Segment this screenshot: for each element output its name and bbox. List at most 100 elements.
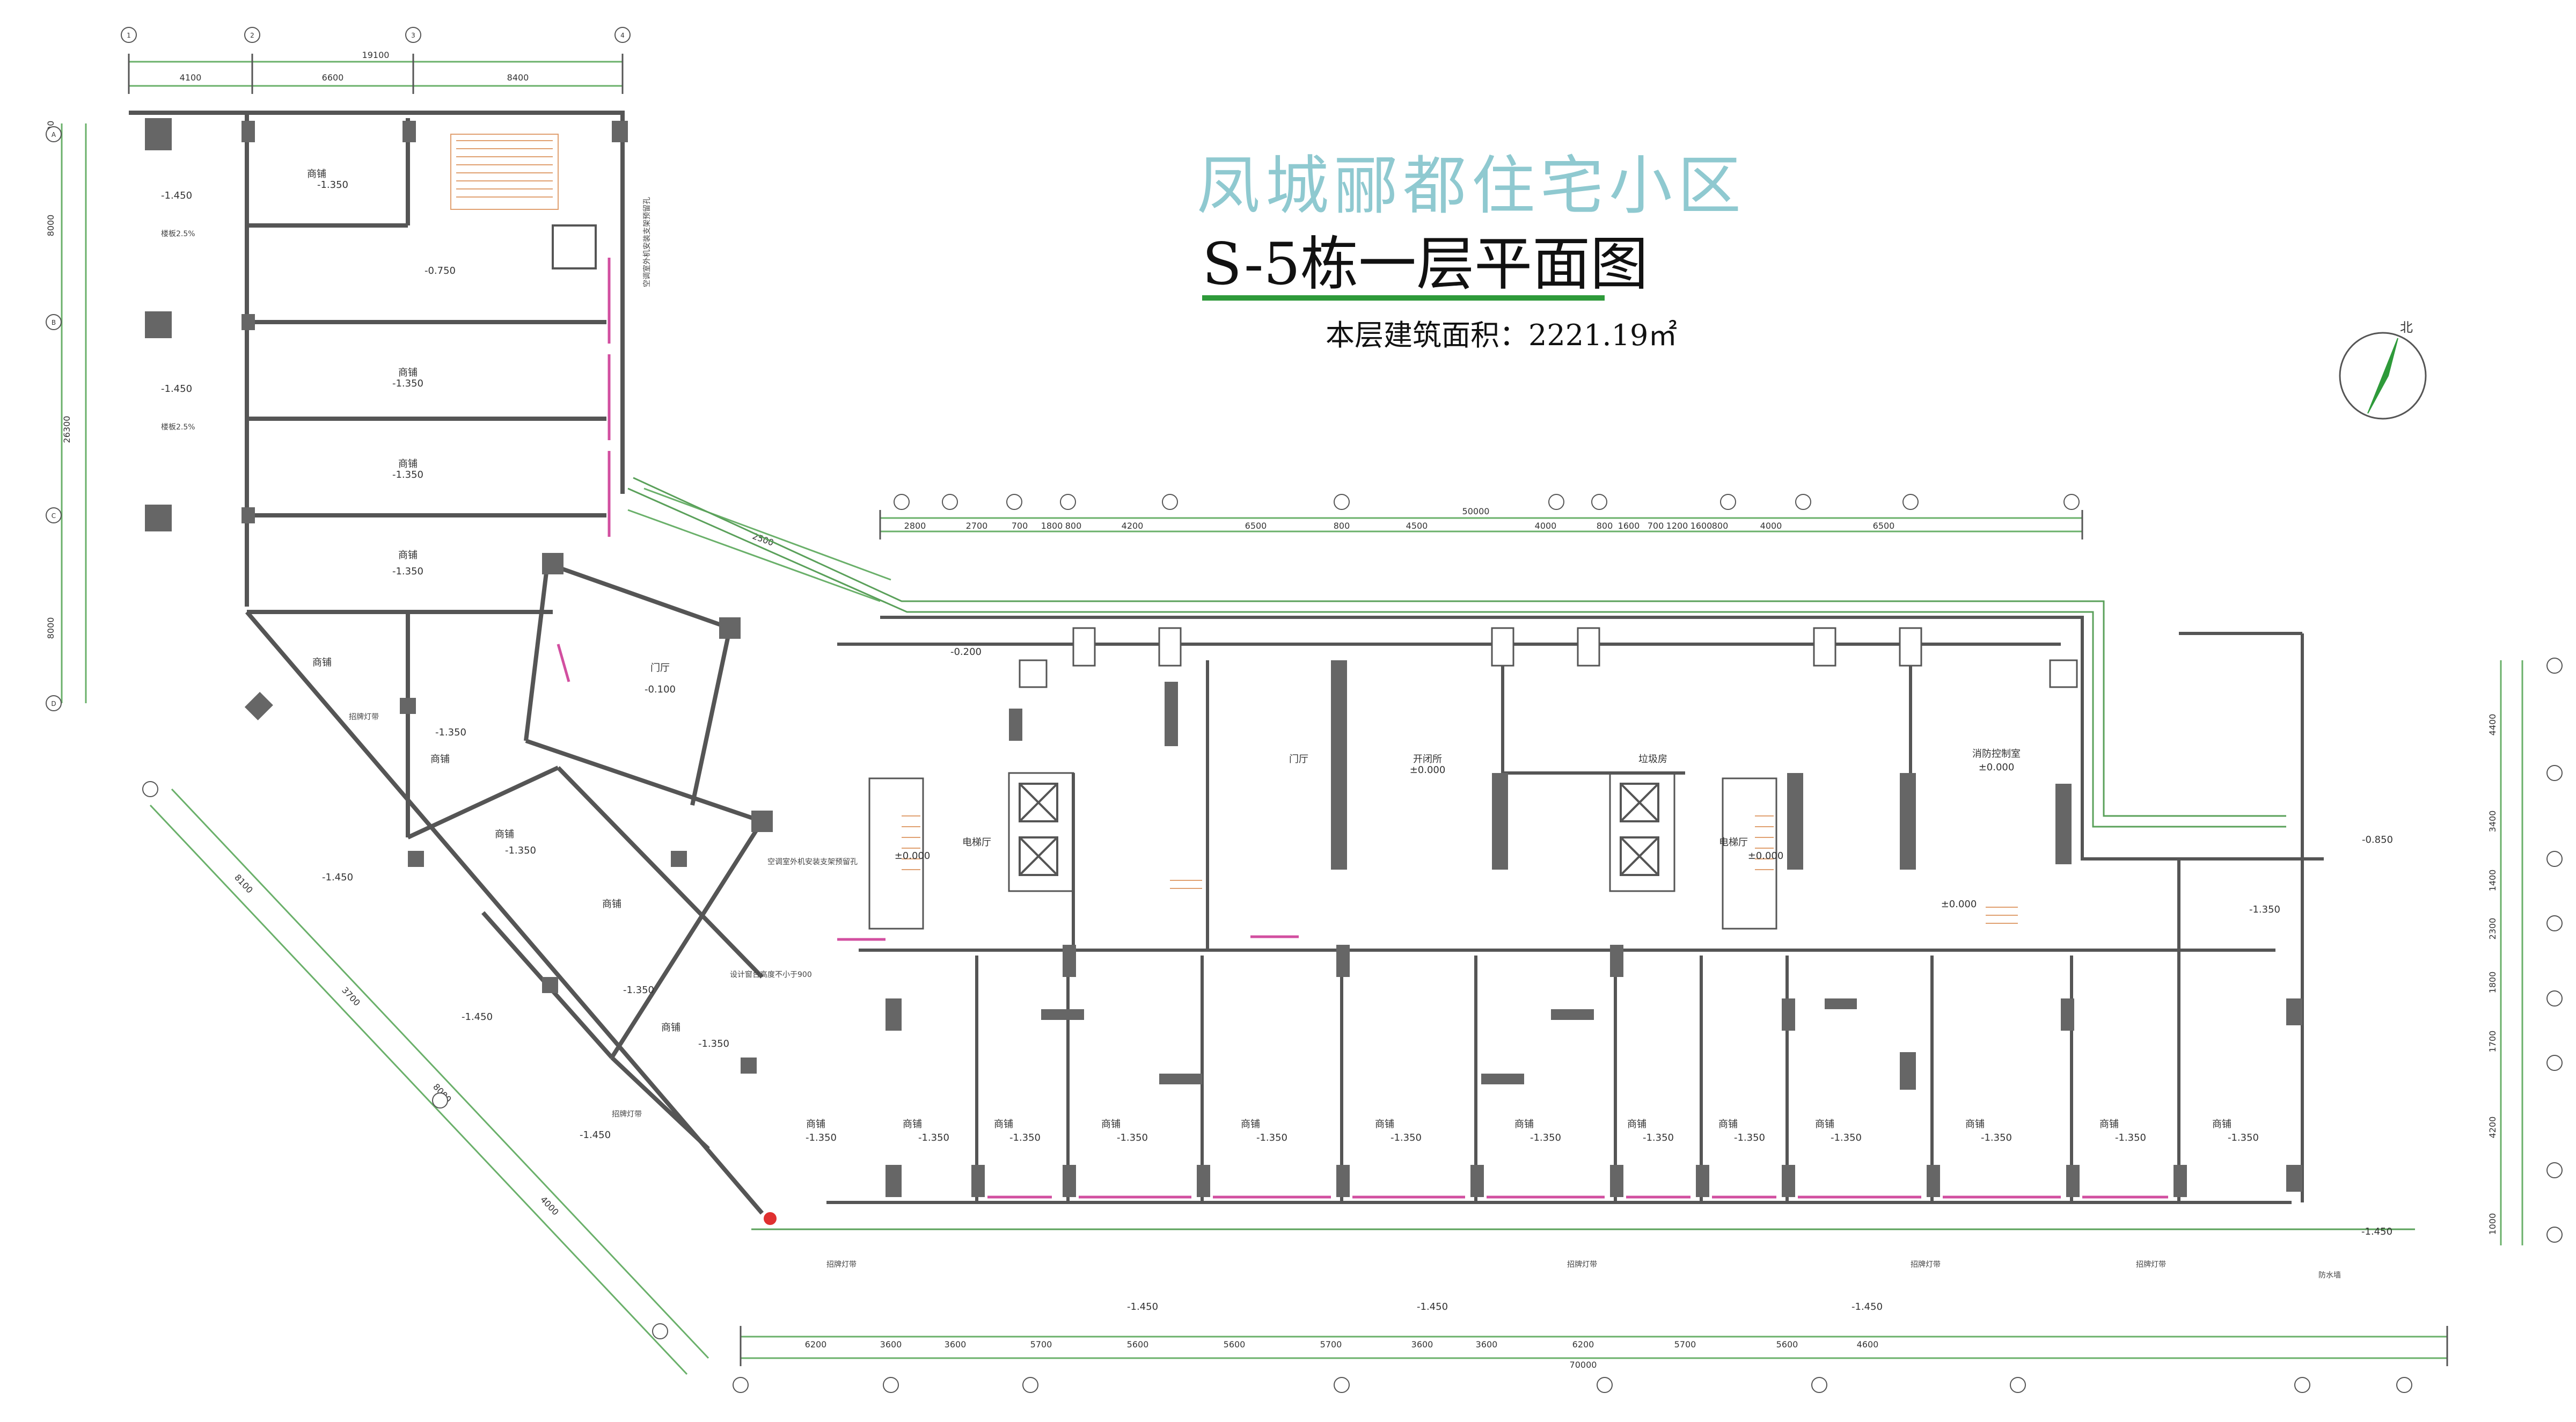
left-wing-stair xyxy=(450,134,559,210)
dim-total: 50000 xyxy=(1462,506,1490,516)
north-label: 北 xyxy=(2400,320,2413,335)
note-sign: 招牌灯带 xyxy=(826,1260,857,1269)
dimension-text-right: 4400 3400 1400 2300 1800 1700 4200 1000 xyxy=(2487,714,2498,1235)
dimension-text-diagonal: 8100 3700 8000 4000 2500 xyxy=(232,531,775,1217)
room-level: ±0.000 xyxy=(1410,764,1446,776)
dim-label: 5700 xyxy=(1674,1339,1696,1350)
dim-label: 2800 xyxy=(904,521,926,531)
dim-label: 800 xyxy=(1065,521,1082,531)
room-level: -1.350 xyxy=(698,1038,729,1049)
dim-label: 1800 xyxy=(2487,972,2498,994)
room-name: 商铺 xyxy=(2099,1119,2119,1130)
room-level: -0.850 xyxy=(2362,834,2393,845)
note-sign: 招牌灯带 xyxy=(1911,1260,1941,1269)
note-sign: 招牌灯带 xyxy=(612,1110,642,1119)
room-name: 商铺 xyxy=(661,1022,680,1033)
axis-text: 1 2 3 4 A B C D xyxy=(51,32,624,708)
room-level: -1.350 xyxy=(623,985,654,996)
title-underline xyxy=(1202,295,1605,301)
axis-label: B xyxy=(52,319,56,326)
dim-label: 700 xyxy=(1012,521,1028,531)
dim-label: 4000 xyxy=(1760,521,1782,531)
room-name: 商铺 xyxy=(1627,1119,1646,1130)
dim-label: 8400 xyxy=(507,72,529,83)
dim-label: 4100 xyxy=(180,72,202,83)
dim-label: 3600 xyxy=(1476,1339,1498,1350)
room-name: 商铺 xyxy=(1375,1119,1394,1130)
dim-label: 800 xyxy=(1334,521,1350,531)
room-level: -1.350 xyxy=(435,727,466,738)
room-name: 商铺 xyxy=(994,1119,1013,1130)
dim-label: 8100 xyxy=(232,872,255,895)
dim-label: 4200 xyxy=(1122,521,1144,531)
room-name: 消防控制室 xyxy=(1972,748,2021,760)
drawing-title: S-5栋一层平面图 xyxy=(1202,231,1649,298)
room-name: 门厅 xyxy=(650,662,670,674)
dim-label: 5700 xyxy=(1320,1339,1342,1350)
room-name: 电梯厅 xyxy=(1719,837,1748,848)
dim-label: 8000 xyxy=(46,617,56,639)
axis-label: D xyxy=(51,700,56,708)
room-level: -1.350 xyxy=(505,845,536,856)
room-level: -1.350 xyxy=(1734,1132,1765,1143)
room-level: -1.350 xyxy=(2249,904,2280,915)
dimension-text-bottom: 6200 3600 3600 5700 5600 5600 5700 3600 … xyxy=(805,1339,1879,1370)
room-labels: 商铺 -1.350 商铺 -1.350 商铺 -1.350 商铺 -1.350 … xyxy=(307,169,2393,1143)
room-level: ±0.000 xyxy=(1979,762,2015,773)
room-level: ±0.000 xyxy=(1748,850,1784,862)
axis-label: 2 xyxy=(250,32,254,39)
dim-label: 4200 xyxy=(2487,1117,2498,1139)
dimension-text-top-right: 2800 2700 700 1800 800 4200 6500 800 450… xyxy=(904,506,1895,531)
dim-label: 800 xyxy=(1712,521,1729,531)
dim-label: 1400 xyxy=(2487,870,2498,892)
dimension-text-left: 300 8000 26300 8000 xyxy=(46,121,72,639)
room-name: 商铺 xyxy=(602,899,621,910)
room-name: 商铺 xyxy=(1815,1119,1834,1130)
dim-total: 26300 xyxy=(62,416,72,443)
note-drain: 楼板2.5% xyxy=(161,423,195,432)
note-sign: 招牌灯带 xyxy=(2136,1260,2166,1269)
room-level: -1.350 xyxy=(918,1132,949,1143)
room-name: 商铺 xyxy=(1514,1119,1534,1130)
room-name: 电梯厅 xyxy=(962,837,991,848)
project-title: 凤城郦都住宅小区 xyxy=(1197,149,1747,223)
elevator-shafts xyxy=(1019,783,1659,876)
dim-label: 5600 xyxy=(1127,1339,1149,1350)
room-level: -1.350 xyxy=(1981,1132,2012,1143)
main-block-columns xyxy=(885,660,2302,1197)
note-window: 设计窗台高度不小于900 xyxy=(730,970,812,979)
room-level: -1.350 xyxy=(392,469,423,480)
axis-label: 4 xyxy=(620,32,625,39)
dimension-text-top-left: 4100 6600 8400 19100 xyxy=(180,50,529,83)
dim-label: 6600 xyxy=(322,72,344,83)
left-wing-columns xyxy=(145,118,628,531)
room-name: 商铺 xyxy=(430,754,450,765)
dim-total: 19100 xyxy=(362,50,390,60)
room-level: -0.200 xyxy=(950,646,982,658)
room-name: 商铺 xyxy=(2212,1119,2231,1130)
door-marks xyxy=(557,258,2168,1199)
dim-label: 4000 xyxy=(1535,521,1557,531)
dim-label: 6500 xyxy=(1245,521,1267,531)
room-level: -1.350 xyxy=(2115,1132,2146,1143)
note-aircon: 空调室外机安装支架预留孔 xyxy=(642,197,652,287)
dim-label: 2700 xyxy=(966,521,988,531)
diagonal-wing-columns xyxy=(244,553,773,1074)
site-edge xyxy=(627,477,2415,1230)
dim-label: 6500 xyxy=(1873,521,1895,531)
road-level: -1.450 xyxy=(462,1011,493,1023)
axis-label: C xyxy=(52,512,56,520)
dim-label: 3600 xyxy=(880,1339,902,1350)
room-level: -1.350 xyxy=(1391,1132,1422,1143)
dim-label: 5700 xyxy=(1030,1339,1052,1350)
north-arrow-icon: 北 xyxy=(2339,320,2427,420)
room-level: -0.100 xyxy=(645,684,676,695)
red-marker xyxy=(764,1212,777,1225)
room-level: -1.350 xyxy=(1117,1132,1148,1143)
room-level: -1.350 xyxy=(2228,1132,2259,1143)
room-level: ±0.000 xyxy=(1941,899,1977,910)
axis-label: 1 xyxy=(127,32,131,39)
room-level: -0.750 xyxy=(425,265,456,276)
dim-label: 1600 xyxy=(1690,521,1713,531)
